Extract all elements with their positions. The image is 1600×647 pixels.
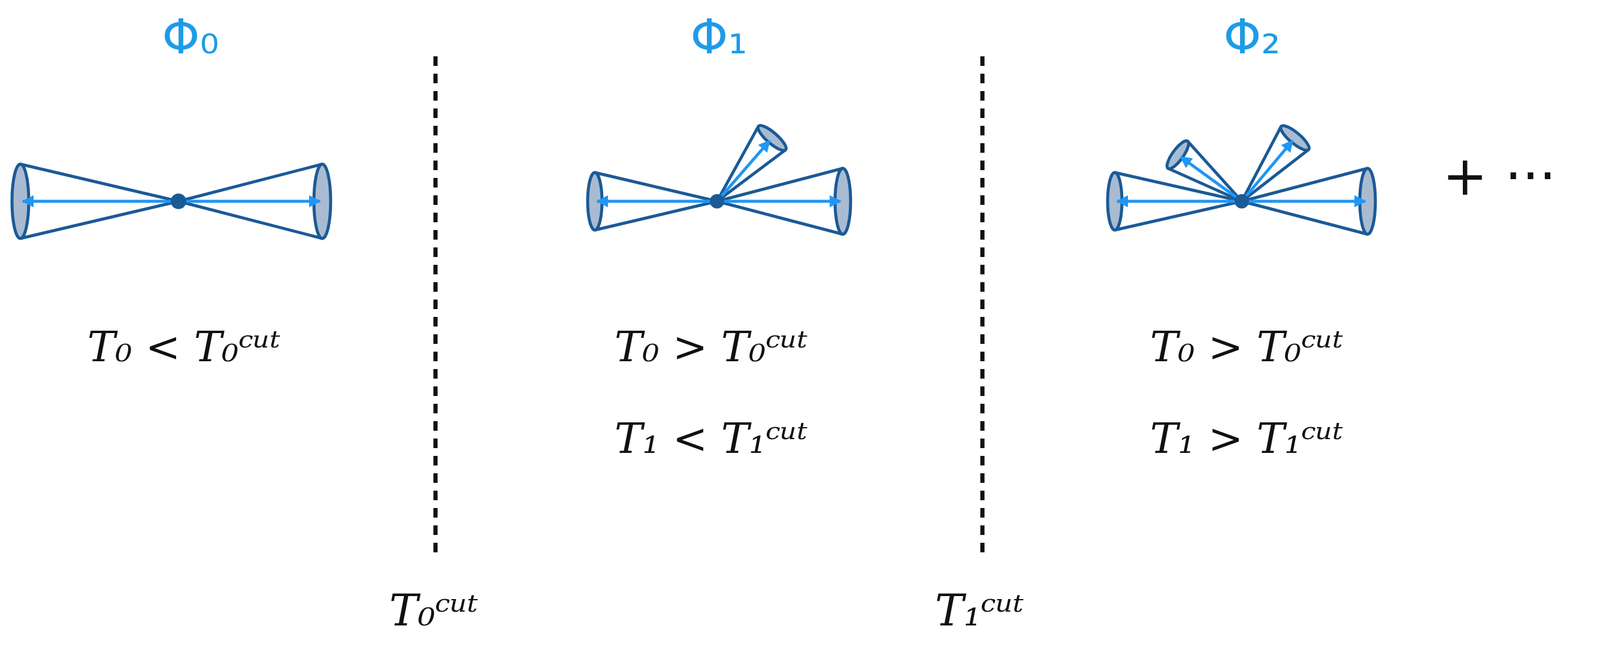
cut-condition: T₀ > T₀ᶜᵘᵗ	[614, 324, 809, 371]
jet-cone	[1163, 137, 1252, 215]
vertex-dot	[709, 194, 725, 209]
jet-cone	[703, 122, 789, 214]
phase-space-label: Φ₂	[1223, 10, 1281, 64]
jet-cone	[1228, 122, 1312, 213]
cut-value: T₀ᶜᵘᵗ	[389, 587, 479, 635]
cut-value: T₁ᶜᵘᵗ	[935, 587, 1025, 635]
cut-condition: T₁ < T₁ᶜᵘᵗ	[614, 415, 809, 462]
vertex-dot	[170, 193, 187, 210]
jet-cone	[1107, 172, 1242, 231]
cut-condition: T₁ > T₁ᶜᵘᵗ	[1150, 415, 1344, 462]
phase-space-label: Φ₀	[161, 10, 219, 64]
jet-cone	[11, 164, 179, 239]
jet-cone	[717, 168, 851, 235]
cut-condition: T₀ < T₀ᶜᵘᵗ	[87, 324, 281, 371]
phase-space-label: Φ₁	[690, 10, 747, 64]
cut-condition: T₀ > T₀ᶜᵘᵗ	[1150, 324, 1344, 371]
jet-cone	[178, 164, 331, 239]
dashed-separator	[433, 56, 438, 556]
vertex-dot	[1234, 194, 1249, 209]
jet-cone	[1241, 168, 1376, 235]
jet-cone	[587, 172, 718, 231]
continuation-mark: + ···	[1442, 146, 1557, 206]
dashed-separator	[980, 56, 985, 556]
